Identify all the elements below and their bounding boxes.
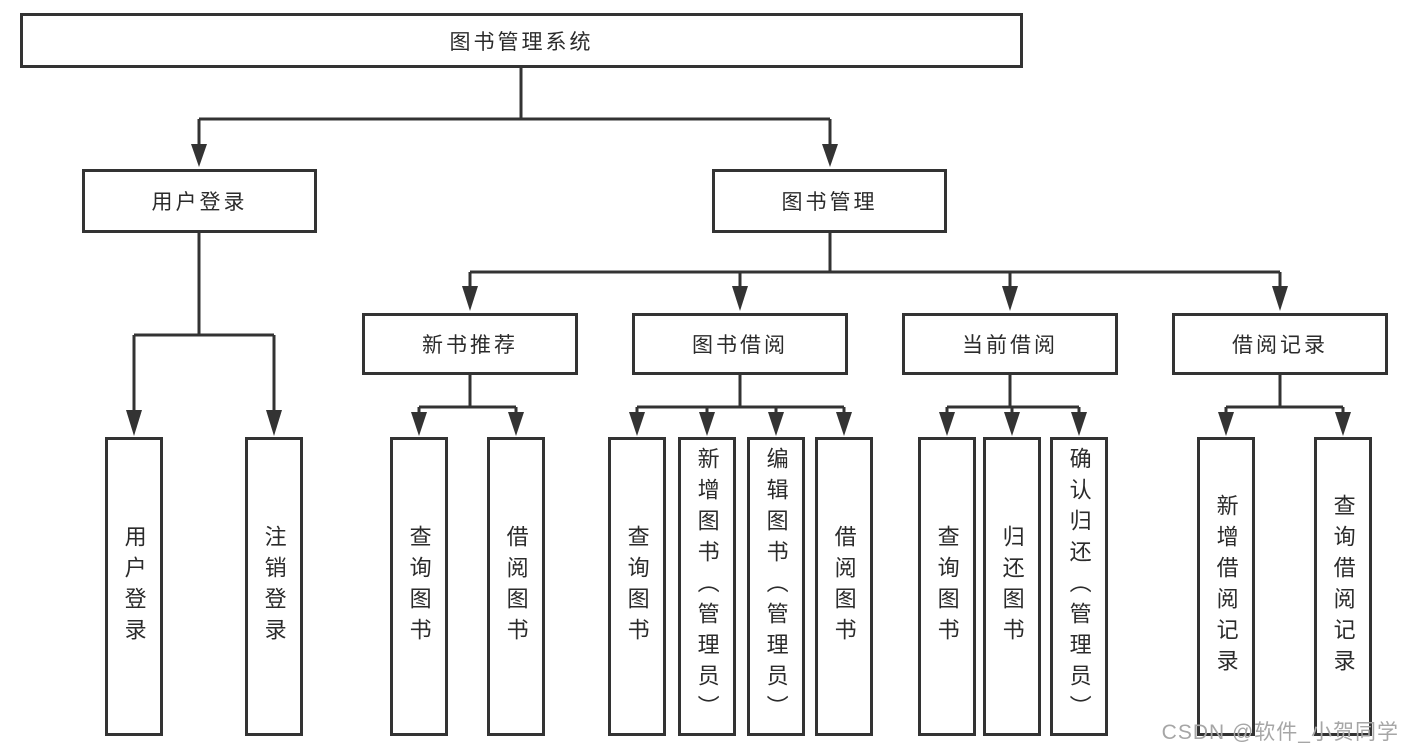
node-current-borrowing: 当前借阅: [902, 313, 1118, 375]
leaf-label: 注销登录: [261, 524, 287, 649]
leaf-label: 用户登录: [121, 524, 147, 649]
leaf-label: 查询图书: [624, 524, 650, 649]
arrowhead-icons: [126, 144, 1351, 436]
leaf-add-borrow-record: 新增借阅记录: [1197, 437, 1255, 736]
leaf-user-login: 用户登录: [105, 437, 163, 736]
node-user-login: 用户登录: [82, 169, 317, 233]
leaf-label: 借阅图书: [503, 524, 529, 649]
watermark: CSDN @软件_小贺同学: [1161, 721, 1399, 744]
leaf-query-borrow-record: 查询借阅记录: [1314, 437, 1372, 736]
leaf-label: 新增图书（管理员）: [694, 447, 720, 726]
node-borrowing-records: 借阅记录: [1172, 313, 1388, 375]
node-label: 新书推荐: [422, 334, 518, 357]
leaf-return-books: 归还图书: [983, 437, 1041, 736]
leaf-confirm-return-admin: 确认归还（管理员）: [1050, 437, 1108, 736]
node-book-borrowing: 图书借阅: [632, 313, 848, 375]
node-label: 图书借阅: [692, 334, 788, 357]
leaf-label: 确认归还（管理员）: [1066, 447, 1092, 726]
leaf-edit-books-admin: 编辑图书（管理员）: [747, 437, 805, 736]
leaf-label: 查询图书: [934, 524, 960, 649]
node-label: 用户登录: [151, 191, 248, 214]
node-book-management: 图书管理: [712, 169, 947, 233]
leaf-label: 新增借阅记录: [1213, 493, 1239, 680]
node-label: 图书管理系统: [449, 30, 594, 54]
leaf-logout-login: 注销登录: [245, 437, 303, 736]
leaf-label: 归还图书: [999, 524, 1025, 649]
node-label: 当前借阅: [962, 334, 1058, 357]
leaf-add-books-admin: 新增图书（管理员）: [678, 437, 736, 736]
leaf-query-books-recommend: 查询图书: [390, 437, 448, 736]
leaf-label: 借阅图书: [831, 524, 857, 649]
leaf-query-books-borrowing: 查询图书: [608, 437, 666, 736]
leaf-query-books-current: 查询图书: [918, 437, 976, 736]
leaf-borrow-books-borrowing: 借阅图书: [815, 437, 873, 736]
node-label: 借阅记录: [1232, 334, 1328, 357]
node-library-management-system: 图书管理系统: [20, 13, 1023, 68]
leaf-borrow-books-recommend: 借阅图书: [487, 437, 545, 736]
node-new-book-recommendation: 新书推荐: [362, 313, 578, 375]
connector-lines: [132, 68, 1345, 414]
leaf-label: 查询图书: [406, 524, 432, 649]
node-label: 图书管理: [781, 191, 878, 214]
leaf-label: 查询借阅记录: [1330, 493, 1356, 680]
leaf-label: 编辑图书（管理员）: [763, 447, 789, 726]
